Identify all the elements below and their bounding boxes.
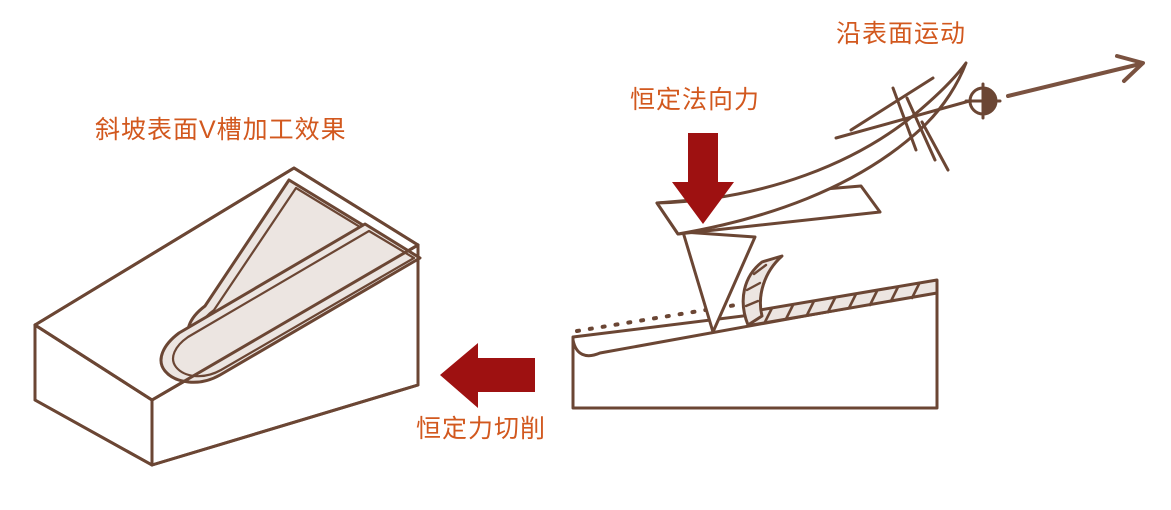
block-back-edge: [33, 166, 420, 327]
crosshair-target-icon: [964, 82, 1002, 120]
cutting-insert: [681, 230, 757, 334]
label-motion-along-surface: 沿表面运动: [836, 20, 967, 48]
arm-reference-line: [834, 98, 975, 140]
label-slope-groove-effect: 斜坡表面V槽加工效果: [95, 116, 347, 144]
flexible-arm: [655, 61, 968, 236]
label-constant-normal-force: 恒定法向力: [630, 86, 761, 114]
cut-path-dotted-line: [575, 302, 744, 333]
constant-force-arrow: [440, 343, 535, 408]
v-groove-2: [159, 222, 422, 384]
chip: [741, 254, 939, 327]
normal-force-arrow: [672, 133, 734, 224]
label-constant-force-cutting: 恒定力切削: [416, 415, 547, 443]
surface-motion-arrow: [1006, 54, 1145, 98]
